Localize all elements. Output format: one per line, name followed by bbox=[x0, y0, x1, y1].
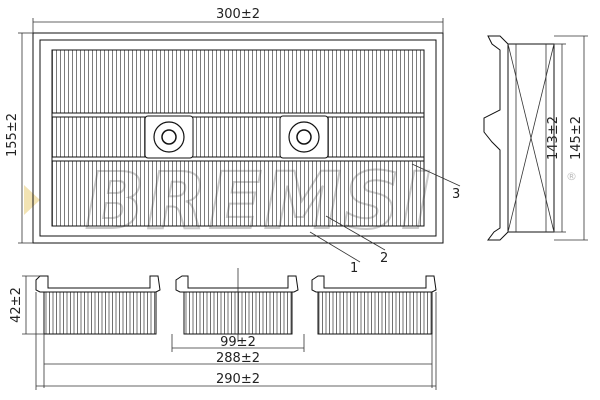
dimension-bottom-total: 290±2 bbox=[216, 372, 260, 387]
support-band-lower bbox=[51, 156, 425, 162]
side-media-block bbox=[507, 43, 555, 233]
dimension-top-width: 300±2 bbox=[216, 7, 260, 22]
section-right bbox=[311, 275, 437, 335]
mounting-boss-left bbox=[144, 115, 194, 159]
side-view: 143±2 145±2 bbox=[483, 35, 588, 241]
callout-3: 3 bbox=[452, 187, 460, 202]
callout-2: 2 bbox=[380, 251, 388, 266]
callout-1: 1 bbox=[350, 261, 358, 276]
dimension-bottom-center: 99±2 bbox=[220, 335, 256, 350]
callout-leader-1 bbox=[309, 231, 361, 263]
top-view: 300±2 155±2 bbox=[5, 7, 444, 244]
dimension-side-inner-height: 143±2 bbox=[546, 116, 561, 160]
dimension-left-height: 155±2 bbox=[5, 113, 20, 157]
section-views: 42±2 99±2 288±2 290±2 bbox=[9, 268, 437, 390]
dimension-bottom-height: 42±2 bbox=[9, 287, 24, 323]
section-center bbox=[175, 268, 299, 342]
frame-inner bbox=[39, 39, 437, 237]
filter-media bbox=[51, 49, 425, 227]
callout-leader-2 bbox=[325, 215, 386, 251]
callouts: 1 2 3 bbox=[309, 163, 461, 276]
section-left bbox=[35, 275, 161, 335]
mounting-boss-right bbox=[279, 115, 329, 159]
callout-leader-3 bbox=[411, 163, 461, 187]
side-profile-outline bbox=[483, 35, 509, 241]
dimension-bottom-mid: 288±2 bbox=[216, 351, 260, 366]
dimension-side-outer-height: 145±2 bbox=[569, 116, 584, 160]
support-band-upper bbox=[51, 112, 425, 118]
frame-outer bbox=[32, 32, 444, 244]
watermark-triangle-icon bbox=[24, 185, 40, 215]
watermark-registered-mark: ® bbox=[566, 170, 577, 183]
